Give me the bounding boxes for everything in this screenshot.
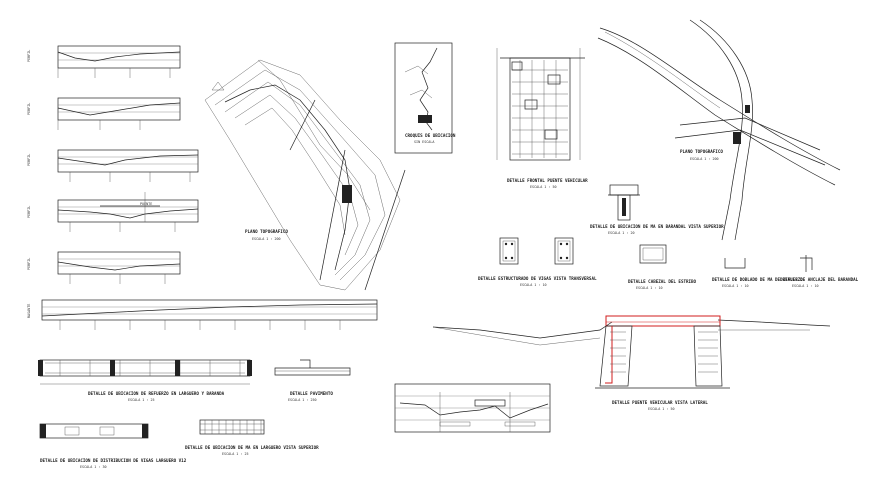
profile-panel-2: PERFIL: [27, 97, 181, 130]
frontal-bridge-detail: DETALLE FRONTAL PUENTE VEHICULAR ESCALA …: [496, 48, 588, 189]
croquis-caption: CROQUIS DE UBICACION: [405, 133, 456, 138]
refuerzo-detail: DETALLE DE UBICACION DE REFUERZO EN LARG…: [38, 359, 252, 402]
topographic-plan-right: PLANO TOPOGRAFICO ESCALA 1 : 200: [597, 19, 841, 241]
larguero-scale: ESCALA 1 : 25: [222, 452, 249, 456]
perfil-label-1: PERFIL: [27, 50, 31, 62]
distribucion-detail: DETALLE DE UBICACION DE DISTRIBUCION DE …: [39, 423, 187, 469]
cabezal-caption: DETALLE CABEZAL DEL ESTRIBO: [628, 279, 697, 284]
estructural-caption: DETALLE ESTRUCTURADO DE VIGAS VISTA TRAN…: [478, 276, 597, 281]
topo-main-caption: PLANO TOPOGRAFICO: [245, 229, 288, 234]
distribucion-caption: DETALLE DE UBICACION DE DISTRIBUCION DE …: [40, 458, 187, 463]
puente-label: PUENTE: [140, 202, 152, 206]
anclaje-detail: DETALLE DE ANCLAJE DEL BARANDAL ESCALA 1…: [780, 255, 859, 288]
profile-panel-1: PERFIL: [27, 45, 181, 78]
larguero-superior-detail: DETALLE DE UBICACION DE MA EN LARGUERO V…: [185, 419, 319, 456]
cabezal-detail: DETALLE CABEZAL DEL ESTRIBO ESCALA 1 : 1…: [628, 244, 697, 290]
doblado-scale: ESCALA 1 : 10: [722, 284, 749, 288]
doblado-detail: DETALLE DE DOBLADO DE MA DE REFUERZO ESC…: [712, 258, 803, 288]
profile-panel-5: PERFIL: [27, 251, 181, 284]
rasante-label: RASANTE: [27, 304, 31, 318]
pavimento-scale: ESCALA 1 : 250: [288, 398, 317, 402]
profile-panel-4-bridge: PERFIL PUENTE: [27, 192, 199, 232]
larguero-caption: DETALLE DE UBICACION DE MA EN LARGUERO V…: [185, 445, 319, 450]
refuerzo-scale: ESCALA 1 : 25: [128, 398, 155, 402]
viga-structural-detail: DETALLE ESTRUCTURADO DE VIGAS VISTA TRAN…: [478, 237, 597, 287]
frontal-scale: ESCALA 1 : 50: [530, 185, 557, 189]
anclaje-caption: DETALLE DE ANCLAJE DEL BARANDAL: [780, 277, 859, 282]
profile-panel-3: PERFIL: [27, 149, 199, 182]
perfil-label-5: PERFIL: [27, 258, 31, 270]
frontal-caption: DETALLE FRONTAL PUENTE VEHICULAR: [507, 178, 588, 183]
cabezal-scale: ESCALA 1 : 10: [636, 286, 663, 290]
topo-right-caption: PLANO TOPOGRAFICO: [680, 149, 723, 154]
croquis-scale: SIN ESCALA: [414, 140, 434, 144]
lateral-bridge-view: DETALLE PUENTE VEHICULAR VISTA LATERAL E…: [432, 315, 831, 411]
refuerzo-caption: DETALLE DE UBICACION DE REFUERZO EN LARG…: [88, 391, 225, 396]
topographic-plan-main: PLANO TOPOGRAFICO ESCALA 1 : 200: [204, 59, 406, 291]
cross-section-profile: [394, 383, 551, 433]
estructural-scale: ESCALA 1 : 10: [520, 283, 547, 287]
croquis-ubicacion: CROQUIS DE UBICACION SIN ESCALA: [394, 42, 456, 154]
lateral-scale: ESCALA 1 : 50: [648, 407, 675, 411]
perfil-label-3: PERFIL: [27, 154, 31, 166]
doblado-caption: DETALLE DE DOBLADO DE MA DE REFUERZO: [712, 277, 803, 282]
lateral-caption: DETALLE PUENTE VEHICULAR VISTA LATERAL: [612, 400, 708, 405]
pavimento-detail: DETALLE PAVIMENTO ESCALA 1 : 250: [274, 359, 351, 402]
topo-main-scale: ESCALA 1 : 200: [252, 237, 281, 241]
barandal-detail: DETALLE DE UBICACION DE MA EN BARANDAL V…: [590, 184, 724, 235]
pavimento-caption: DETALLE PAVIMENTO: [290, 391, 333, 396]
perfil-label-4: PERFIL: [27, 206, 31, 218]
barandal-caption: DETALLE DE UBICACION DE MA EN BARANDAL V…: [590, 224, 724, 229]
distribucion-scale: ESCALA 1 : 30: [80, 465, 107, 469]
anclaje-scale: ESCALA 1 : 10: [792, 284, 819, 288]
profile-panel-long: RASANTE: [27, 299, 378, 330]
barandal-scale: ESCALA 1 : 20: [608, 231, 635, 235]
perfil-label-2: PERFIL: [27, 103, 31, 115]
topo-right-scale: ESCALA 1 : 200: [690, 157, 719, 161]
north-arrow-icon: [211, 81, 225, 91]
